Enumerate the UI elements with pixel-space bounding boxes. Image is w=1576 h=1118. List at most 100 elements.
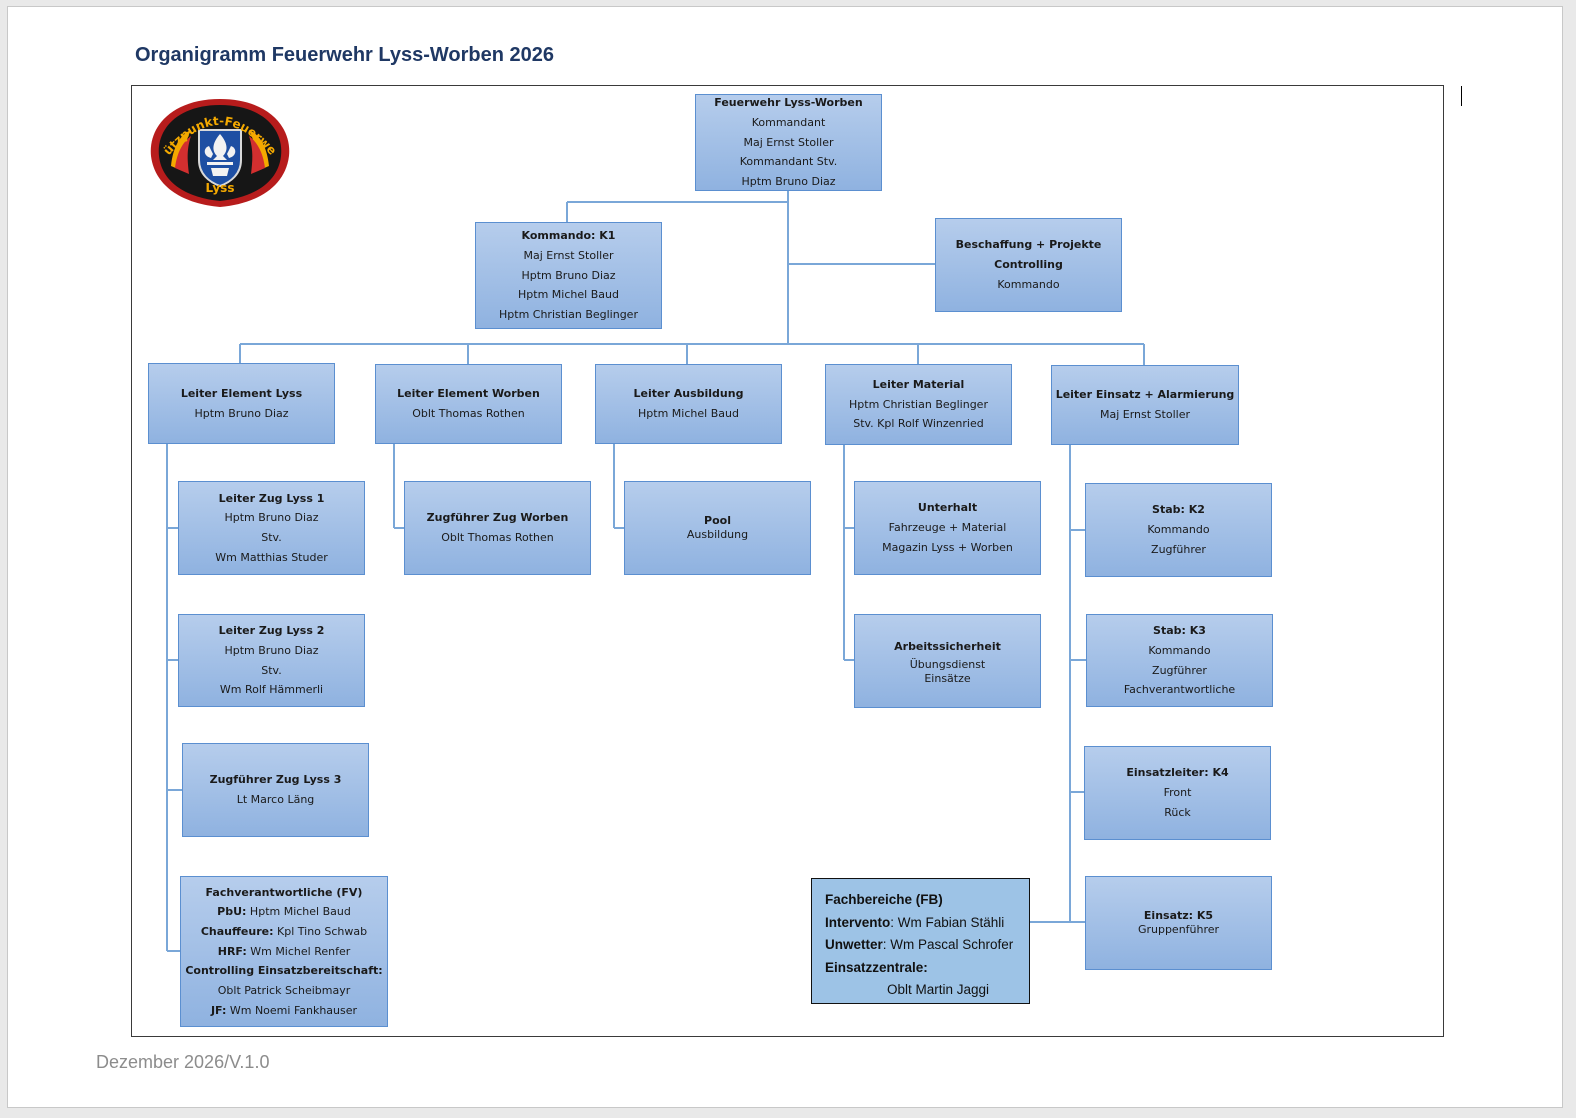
box-title: Leiter Element Lyss	[180, 386, 303, 400]
fv-row: HRF: Wm Michel Renfer	[218, 942, 351, 962]
box-title: Kommando: K1	[521, 229, 616, 243]
fv-row: Controlling Einsatzbereitschaft:	[185, 961, 382, 981]
fv-label: PbU:	[217, 905, 247, 919]
org-box-leiter-material: Leiter Material Hptm Christian Beglinger…	[825, 364, 1012, 445]
fv-value: Oblt Patrick Scheibmayr	[217, 984, 351, 998]
org-box-einsatz-k5: Einsatz: K5 Gruppenführer	[1085, 876, 1272, 970]
org-box-einsatzleiter-k4: Einsatzleiter: K4 Front Rück	[1084, 746, 1271, 840]
box-title: Arbeitssicherheit	[894, 640, 1001, 653]
box-line: Kommandant Stv.	[739, 155, 838, 169]
fire-brigade-logo: Stützpunkt-Feuerwehr Lyss	[147, 96, 290, 207]
box-line: Hptm Bruno Diaz	[741, 175, 836, 189]
page-title: Organigramm Feuerwehr Lyss-Worben 2026	[135, 44, 555, 66]
box-title: Zugführer Zug Lyss 3	[209, 773, 342, 787]
fv-label: Chauffeure:	[200, 924, 274, 938]
box-line: Übungsdienst	[909, 658, 986, 671]
fb-label: Einsatzzentrale:	[825, 959, 928, 975]
org-box-zugfuehrer-zug-worben: Zugführer Zug Worben Oblt Thomas Rothen	[404, 481, 591, 575]
box-line: Hptm Bruno Diaz	[194, 406, 289, 420]
box-line: Zugführer	[1151, 542, 1206, 556]
box-title: Leiter Ausbildung	[633, 387, 744, 401]
logo-bottom-text: Lyss	[206, 181, 235, 195]
fv-row: Oblt Patrick Scheibmayr	[218, 981, 351, 1001]
box-line: Wm Rolf Hämmerli	[219, 683, 324, 697]
fb-value: : Wm Pascal Schrofer	[882, 937, 1014, 952]
fv-row: Chauffeure: Kpl Tino Schwab	[201, 922, 367, 942]
box-line: Lt Marco Läng	[236, 793, 315, 806]
org-box-beschaffung: Beschaffung + Projekte Controlling Komma…	[935, 218, 1122, 312]
box-line: Stv. Kpl Rolf Winzenried	[853, 417, 984, 431]
box-title: Zugführer Zug Worben	[426, 511, 569, 525]
box-line: Wm Matthias Studer	[215, 550, 328, 564]
org-box-kommando-k1: Kommando: K1 Maj Ernst Stoller Hptm Brun…	[475, 222, 662, 329]
box-line: Oblt Thomas Rothen	[441, 531, 554, 544]
org-box-leiter-zug-lyss-2: Leiter Zug Lyss 2 Hptm Bruno Diaz Stv. W…	[178, 614, 365, 707]
diagram-frame	[131, 85, 1444, 1037]
fb-indented-line: Oblt Martin Jaggi	[887, 982, 990, 997]
box-title: Leiter Zug Lyss 2	[218, 624, 325, 638]
text-cursor	[1461, 86, 1462, 106]
box-line: Magazin Lyss + Worben	[882, 540, 1013, 554]
box-line: Maj Ernst Stoller	[1099, 408, 1190, 421]
fb-row: Intervento: Wm Fabian Stähli	[825, 912, 1029, 935]
org-box-stab-k3: Stab: K3 Kommando Zugführer Fachverantwo…	[1086, 614, 1273, 707]
box-line: Hptm Bruno Diaz	[521, 268, 616, 282]
box-title: Feuerwehr Lyss-Worben	[714, 96, 863, 110]
fachbereiche-box: Fachbereiche (FB) Intervento: Wm Fabian …	[811, 878, 1030, 1004]
fv-value: Wm Michel Renfer	[246, 944, 351, 958]
box-line: Fachverantwortliche	[1123, 683, 1236, 697]
box-line: Kommandant	[751, 115, 826, 129]
box-line: Stv.	[261, 531, 282, 544]
fv-value: Wm Noemi Fankhauser	[226, 1003, 358, 1017]
box-title: Leiter Material	[872, 377, 965, 391]
box-line: Einsätze	[924, 672, 971, 685]
box-title: Stab: K2	[1152, 503, 1205, 517]
org-box-zugfuehrer-zug-lyss-3: Zugführer Zug Lyss 3 Lt Marco Läng	[182, 743, 369, 837]
box-line: Hptm Bruno Diaz	[224, 511, 319, 525]
org-box-unterhalt: Unterhalt Fahrzeuge + Material Magazin L…	[854, 481, 1041, 575]
box-line: Hptm Christian Beglinger	[849, 397, 988, 411]
org-box-arbeitssicherheit: Arbeitssicherheit Übungsdienst Einsätze	[854, 614, 1041, 708]
org-box-pool: Pool Ausbildung	[624, 481, 811, 575]
fb-value: : Wm Fabian Stähli	[890, 914, 1005, 930]
box-title-2: Controlling	[994, 258, 1063, 272]
fv-label: HRF:	[217, 944, 247, 958]
box-line: Maj Ernst Stoller	[523, 248, 614, 262]
box-line: Hptm Michel Baud	[638, 407, 739, 420]
fv-value: Kpl Tino Schwab	[273, 924, 368, 938]
box-line: Gruppenführer	[1137, 923, 1220, 936]
box-title: Leiter Element Worben	[397, 387, 540, 401]
fv-row: JF: Wm Noemi Fankhauser	[211, 1001, 357, 1021]
fb-label: Unwetter	[825, 937, 883, 952]
box-title: Einsatz: K5	[1143, 909, 1214, 922]
box-line: Hptm Christian Beglinger	[499, 308, 638, 322]
box-line: Fahrzeuge + Material	[888, 521, 1007, 535]
org-box-leiter-ausbildung: Leiter Ausbildung Hptm Michel Baud	[595, 364, 782, 444]
box-line: Rück	[1164, 805, 1191, 819]
box-line: Front	[1163, 786, 1192, 800]
fb-row: Unwetter: Wm Pascal Schrofer	[825, 934, 1029, 957]
fb-title: Fachbereiche (FB)	[825, 892, 943, 907]
org-box-fachverantwortliche: Fachverantwortliche (FV) PbU: Hptm Miche…	[180, 876, 388, 1027]
box-line: Maj Ernst Stoller	[743, 135, 834, 149]
box-line: Oblt Thomas Rothen	[412, 407, 525, 420]
org-box-leiter-element-worben: Leiter Element Worben Oblt Thomas Rothen	[375, 364, 562, 444]
box-title: Unterhalt	[917, 501, 978, 515]
org-box-stab-k2: Stab: K2 Kommando Zugführer	[1085, 483, 1272, 577]
box-title: Leiter Einsatz + Alarmierung	[1055, 388, 1235, 402]
box-title: Beschaffung + Projekte	[955, 238, 1102, 252]
fb-label: Intervento	[825, 914, 891, 930]
box-line: Kommando	[997, 277, 1060, 291]
box-line: Zugführer	[1152, 663, 1207, 677]
fv-label: JF:	[210, 1003, 227, 1017]
box-line: Hptm Michel Baud	[518, 288, 619, 302]
box-title: Einsatzleiter: K4	[1126, 766, 1229, 780]
fv-value: Hptm Michel Baud	[246, 905, 351, 919]
fv-label: Controlling Einsatzbereitschaft:	[185, 964, 383, 978]
fv-row: PbU: Hptm Michel Baud	[217, 902, 351, 922]
org-box-leiter-element-lyss: Leiter Element Lyss Hptm Bruno Diaz	[148, 363, 335, 444]
box-line: Kommando	[1148, 643, 1211, 657]
box-line: Hptm Bruno Diaz	[224, 643, 319, 657]
org-box-feuerwehr: Feuerwehr Lyss-Worben Kommandant Maj Ern…	[695, 94, 882, 191]
